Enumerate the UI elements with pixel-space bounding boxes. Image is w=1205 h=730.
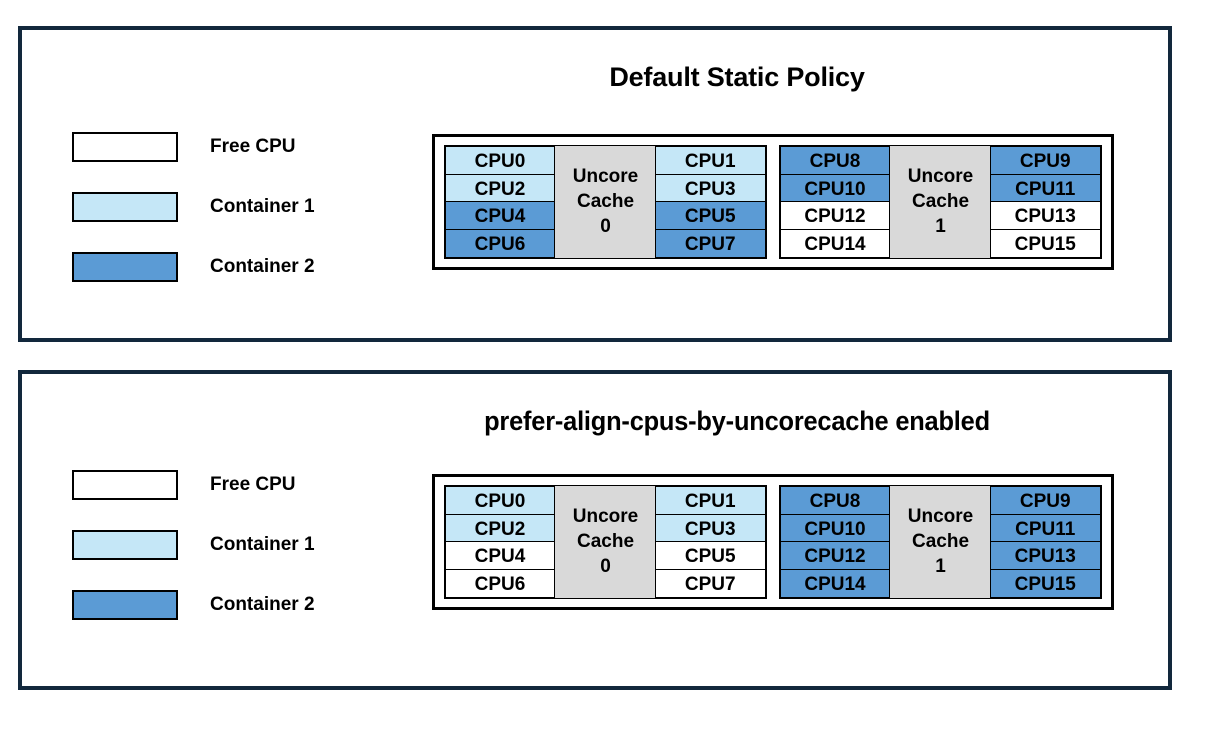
cpu-cell-cpu9: CPU9 bbox=[989, 146, 1101, 175]
cpu-cell-cpu8: CPU8 bbox=[780, 486, 890, 515]
cpu-cell-cpu0: CPU0 bbox=[445, 486, 555, 515]
cpu-cell-cpu1: CPU1 bbox=[654, 146, 766, 175]
cpu-cell-cpu14: CPU14 bbox=[780, 568, 890, 598]
cpu-cell-cpu15: CPU15 bbox=[989, 568, 1101, 598]
page-title: Default Static Policy bbox=[609, 62, 865, 92]
legend-label: Container 2 bbox=[210, 594, 315, 615]
legend-swatch-container1 bbox=[72, 192, 178, 222]
cpu-cell-cpu5: CPU5 bbox=[654, 541, 766, 570]
legend-swatch-container1 bbox=[72, 530, 178, 560]
cpu-cell-cpu12: CPU12 bbox=[780, 201, 890, 230]
legend-label: Container 2 bbox=[210, 256, 315, 277]
legend-swatch-free bbox=[72, 132, 178, 162]
legend-swatch-container2 bbox=[72, 590, 178, 620]
cpu-cell-cpu6: CPU6 bbox=[445, 568, 555, 598]
cpu-cell-cpu0: CPU0 bbox=[445, 146, 555, 175]
cpu-cell-cpu2: CPU2 bbox=[445, 513, 555, 543]
cpu-cell-cpu10: CPU10 bbox=[780, 173, 890, 203]
uncore-cache-label-line: 0 bbox=[600, 556, 611, 578]
cpu-cell-cpu14: CPU14 bbox=[780, 228, 890, 258]
uncore-cache-label-line: Cache bbox=[576, 191, 635, 213]
cpu-cell-cpu11: CPU11 bbox=[989, 173, 1101, 203]
uncore-cache-label-line: Cache bbox=[911, 531, 970, 553]
cpu-cell-cpu13: CPU13 bbox=[989, 541, 1101, 570]
cpu-cell-cpu1: CPU1 bbox=[654, 486, 766, 515]
legend-label: Container 1 bbox=[210, 534, 315, 555]
cpu-cell-cpu15: CPU15 bbox=[989, 228, 1101, 258]
cpu-cell-cpu12: CPU12 bbox=[780, 541, 890, 570]
cpu-cell-cpu4: CPU4 bbox=[445, 201, 555, 230]
cpu-cell-cpu3: CPU3 bbox=[654, 173, 766, 203]
cpu-cell-cpu10: CPU10 bbox=[780, 513, 890, 543]
uncore-cache-label-line: 1 bbox=[935, 556, 946, 578]
cpu-cell-cpu6: CPU6 bbox=[445, 228, 555, 258]
cpu-cell-cpu3: CPU3 bbox=[654, 513, 766, 543]
legend-label: Free CPU bbox=[210, 136, 296, 157]
cpu-cell-cpu5: CPU5 bbox=[654, 201, 766, 230]
cpu-cell-cpu2: CPU2 bbox=[445, 173, 555, 203]
uncore-cache-label-line: 0 bbox=[600, 216, 611, 238]
cpu-cell-cpu8: CPU8 bbox=[780, 146, 890, 175]
uncore-cache-label-line: Uncore bbox=[907, 506, 974, 528]
cpu-cell-cpu7: CPU7 bbox=[654, 568, 766, 598]
legend-swatch-free bbox=[72, 470, 178, 500]
uncore-cache-label-line: Uncore bbox=[572, 166, 639, 188]
panel-default-static-policy: Default Static Policy Free CPU Container … bbox=[18, 26, 1172, 342]
legend-label: Container 1 bbox=[210, 196, 315, 217]
cpu-cell-cpu4: CPU4 bbox=[445, 541, 555, 570]
uncore-cache-label-line: Uncore bbox=[572, 506, 639, 528]
uncore-cache-label-line: 1 bbox=[935, 216, 946, 238]
cpu-cell-cpu11: CPU11 bbox=[989, 513, 1101, 543]
legend-label: Free CPU bbox=[210, 474, 296, 495]
cpu-cell-cpu7: CPU7 bbox=[654, 228, 766, 258]
cpu-cell-cpu9: CPU9 bbox=[989, 486, 1101, 515]
page-title: prefer-align-cpus-by-uncorecache enabled bbox=[484, 406, 990, 436]
panel-prefer-align-cpus-by-uncorecache: prefer-align-cpus-by-uncorecache enabled… bbox=[18, 370, 1172, 690]
uncore-cache-label-line: Cache bbox=[911, 191, 970, 213]
cpu-cell-cpu13: CPU13 bbox=[989, 201, 1101, 230]
uncore-cache-label-line: Cache bbox=[576, 531, 635, 553]
legend-swatch-container2 bbox=[72, 252, 178, 282]
uncore-cache-label-line: Uncore bbox=[907, 166, 974, 188]
